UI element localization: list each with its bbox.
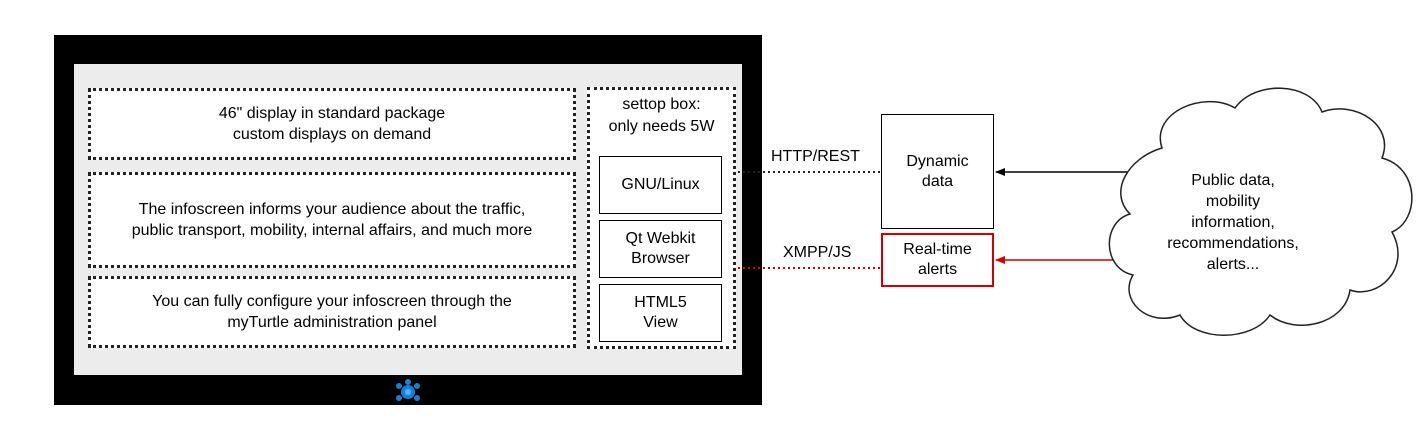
qt-webkit-browser-component: Qt Webkit Browser [599,220,722,278]
turtle-logo-icon [396,379,420,401]
cloud-text: Public data, mobility information, recom… [1167,172,1299,273]
infoscreen-description-panel: The infoscreen informs your audience abo… [88,172,576,268]
html5-view-component: HTML5 View [599,284,722,342]
realtime-alerts-box: Real-time alerts [881,233,994,287]
settop-box-label: settop box: only needs 5W [608,96,715,135]
xmpp-js-label: XMPP/JS [783,244,852,261]
public-data-cloud [1108,87,1413,336]
gnu-linux-component: GNU/Linux [599,156,722,214]
configuration-panel: You can fully configure your infoscreen … [88,276,576,348]
display-size-panel: 46" display in standard package custom d… [88,88,576,160]
dynamic-data-box: Dynamic data [881,114,994,229]
http-rest-label: HTTP/REST [771,148,860,165]
